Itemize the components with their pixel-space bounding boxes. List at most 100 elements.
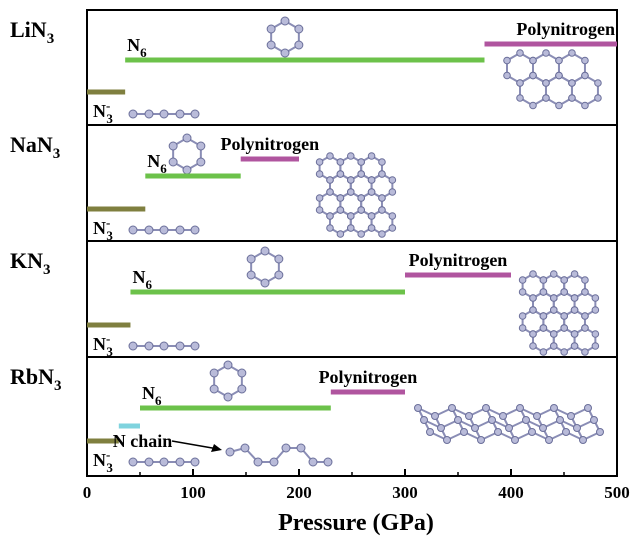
structure-atom	[539, 348, 548, 356]
structure-atom	[315, 194, 324, 202]
range-label-sub: 6	[145, 277, 152, 292]
structure-atom	[567, 412, 575, 420]
structure-atom	[556, 416, 564, 424]
structure-atom	[529, 71, 537, 80]
structure-atom	[144, 457, 154, 467]
structure-atom	[414, 404, 422, 412]
structure-atom	[516, 79, 524, 87]
structure-atom	[539, 324, 548, 332]
range-label-main: N	[93, 218, 106, 238]
structure-atom	[570, 342, 579, 350]
range-label-main: Polynitrogen	[516, 19, 615, 39]
structure-atom	[182, 133, 192, 143]
structure-atom	[594, 79, 602, 87]
compound-label: KN3	[10, 248, 51, 278]
range-label-main: Polynitrogen	[409, 250, 508, 270]
structure-atom	[253, 457, 263, 467]
range-label-sub: 3	[106, 460, 113, 475]
structure-atom	[522, 416, 530, 424]
structure-atom	[128, 457, 138, 467]
structure-atom	[274, 270, 284, 280]
structure-atom	[516, 404, 524, 412]
range-label-sub: 3	[106, 344, 113, 359]
x-axis-label: Pressure (GPa)	[278, 510, 434, 536]
structure-atom	[190, 109, 200, 119]
compound-label-sub: 3	[53, 146, 61, 162]
structure-atom	[545, 436, 553, 444]
structure-atom	[594, 94, 602, 102]
structure-atom	[562, 428, 570, 436]
n-chain-arrow	[171, 440, 219, 450]
compound-label: LiN3	[10, 17, 54, 47]
structure-atom	[581, 348, 589, 356]
range-label-main: N	[147, 151, 160, 171]
x-tick-label: 300	[392, 483, 418, 502]
structure-atom	[560, 348, 568, 356]
structure-atom	[549, 294, 558, 302]
range-label-polynitrogen: Polynitrogen	[516, 19, 615, 39]
range-label-n6: N6	[132, 267, 152, 292]
structure-atom	[144, 109, 154, 119]
range-label-main: N chain	[113, 431, 173, 451]
structure-atom	[511, 436, 519, 444]
structure-atom	[596, 428, 604, 436]
structure-atom	[503, 71, 511, 80]
structure-atom	[518, 324, 527, 332]
structure-atom	[144, 225, 154, 235]
range-label-sub: 3	[106, 228, 113, 243]
range-label-n_chain: N chain	[113, 431, 173, 451]
structure-atom	[560, 312, 568, 320]
structure-atom	[388, 224, 397, 232]
structure-atom	[357, 206, 365, 214]
structure-atom	[420, 416, 428, 424]
structure-atom	[529, 101, 537, 110]
structure-atom	[196, 157, 206, 167]
structure-atom	[388, 212, 397, 220]
range-label-main: N	[93, 334, 106, 354]
structure-atom	[533, 412, 541, 420]
structure-atom	[555, 101, 563, 110]
structure-atom	[260, 278, 270, 288]
structure-atom	[581, 324, 589, 332]
structure-atom	[560, 288, 568, 296]
structure-atom	[549, 270, 558, 278]
structure-atom	[560, 324, 568, 332]
structure-atom	[590, 416, 598, 424]
structure-atom	[568, 79, 576, 87]
structure-atom	[260, 246, 270, 256]
range-label-sub: 6	[155, 393, 162, 408]
structure-atom	[518, 312, 527, 320]
structure-atom	[269, 457, 279, 467]
structure-atom	[357, 194, 365, 202]
structure-atom	[516, 49, 524, 57]
structure-atom	[518, 276, 527, 284]
structure-atom	[175, 341, 185, 351]
structure-atom	[128, 109, 138, 119]
range-label-azide: N-3	[93, 447, 113, 475]
structure-atom	[570, 270, 579, 278]
structure-atom	[315, 206, 324, 214]
structure-atom	[378, 230, 386, 238]
range-label-main: N	[132, 267, 145, 287]
structure-atom	[460, 428, 468, 436]
structure-atom	[367, 224, 376, 232]
structure-atom	[378, 194, 386, 202]
range-label-sup: -	[106, 215, 110, 230]
structure-atom	[367, 152, 376, 160]
bars-layer	[87, 41, 617, 444]
structure-atom	[246, 254, 256, 264]
structure-atom	[431, 412, 439, 420]
range-label-main: N	[127, 35, 140, 55]
range-label-sub: 3	[106, 111, 113, 126]
structure-atom	[529, 306, 537, 314]
range-label-main: Polynitrogen	[319, 367, 418, 387]
structure-atom	[542, 49, 550, 57]
structure-atom	[209, 384, 219, 394]
structure-atom	[266, 24, 276, 34]
structure-atom	[266, 40, 276, 50]
structure-atom	[529, 294, 537, 302]
structure-atom	[175, 109, 185, 119]
structure-atom	[357, 230, 365, 238]
